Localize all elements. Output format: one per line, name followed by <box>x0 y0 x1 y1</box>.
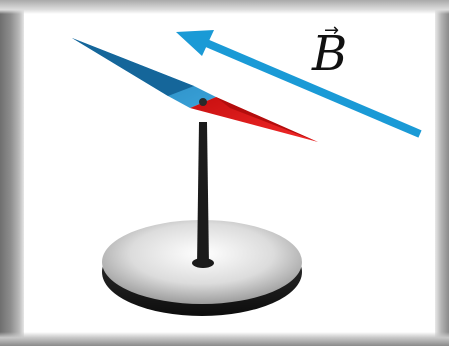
field-arrow-icon <box>176 30 420 134</box>
needle-north-shade <box>72 38 194 96</box>
needle-pivot <box>199 98 207 106</box>
needle-south-shade <box>216 97 318 142</box>
pivot-post <box>197 122 209 266</box>
field-label: B <box>312 30 347 78</box>
compass-needle-icon <box>72 38 318 142</box>
needle-south-half <box>190 97 318 142</box>
